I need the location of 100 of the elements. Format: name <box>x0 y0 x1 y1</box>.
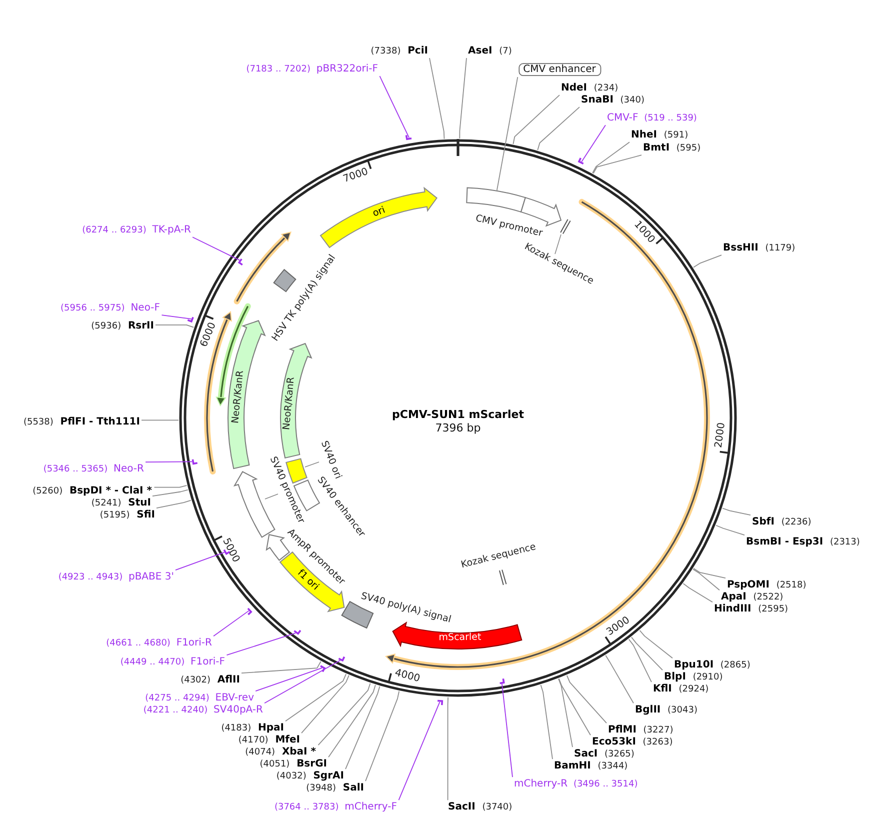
leader-line <box>285 674 346 722</box>
restriction-site-label: AseI (7) <box>468 46 512 57</box>
sequence-feature <box>320 187 438 248</box>
restriction-site-label: (4051) BsrGI <box>260 758 327 770</box>
restriction-site-label: SacII (3740) <box>448 802 512 813</box>
restriction-site-label: (4074) XbaI * <box>245 746 316 758</box>
leader-line <box>682 583 713 603</box>
leader-line <box>692 568 720 591</box>
leader-line <box>693 568 726 579</box>
restriction-site-label: (5538) PflFI - Tth111I <box>23 416 140 428</box>
primer-label: (6274 .. 6293) TK-pA-R <box>82 224 191 236</box>
primer-mark <box>294 630 302 635</box>
primer-label: (4221 .. 4240) SV40pA-R <box>143 704 263 716</box>
leader-line <box>558 678 591 736</box>
sequence-feature <box>228 320 266 470</box>
primer-label: (5956 .. 5975) Neo-F <box>60 302 160 314</box>
restriction-site-label: SnaBI (340) <box>581 94 644 106</box>
restriction-site-label: Eco53kI (3263) <box>592 736 673 748</box>
primer-label: (4275 .. 4294) EBV-rev <box>145 692 254 704</box>
leader-line <box>447 696 448 801</box>
primer-mark <box>320 665 326 672</box>
leader-line <box>716 524 745 536</box>
restriction-site-label: (7338) PciI <box>370 46 428 57</box>
feature-label: SV40 poly(A) signal <box>360 590 452 626</box>
feature-label: NeoR/KanR <box>230 370 246 424</box>
feature-label: Kozak sequence <box>460 541 538 571</box>
leader-line <box>512 94 560 144</box>
feature-label: mScarlet <box>438 632 482 644</box>
leader-line <box>161 314 192 320</box>
leader-line <box>693 254 722 268</box>
restriction-site-label: BmtI (595) <box>643 142 701 154</box>
callout-box <box>518 63 602 76</box>
restriction-site-label: (4302) AflII <box>180 674 240 686</box>
primer-mark <box>192 459 198 465</box>
sequence-feature <box>280 342 312 458</box>
primer-label: (4661 .. 4680) F1ori-R <box>106 638 212 649</box>
leader-line <box>264 660 341 704</box>
leader-line <box>566 674 607 724</box>
leader-line <box>152 489 188 497</box>
leader-line <box>605 654 634 704</box>
restriction-site-label: (5241) StuI <box>91 498 151 509</box>
restriction-site-label: BamHI (3344) <box>554 760 628 772</box>
primer-mark <box>338 656 346 662</box>
feature-label: CMV promoter <box>474 212 544 240</box>
leader-line <box>398 701 440 801</box>
restriction-site-label: (3948) SalI <box>306 782 364 794</box>
restriction-site-label: ApaI (2522) <box>721 592 784 603</box>
leader-line <box>255 667 322 692</box>
restriction-site-label: KflI (2924) <box>653 684 709 695</box>
primer-mark <box>578 158 584 165</box>
leader-line <box>537 106 580 151</box>
tick-label: 2000 <box>713 422 728 449</box>
restriction-site-label: (4170) MfeI <box>238 734 300 746</box>
feature-box <box>341 590 452 628</box>
tick-label: 7000 <box>342 166 370 186</box>
leader-line <box>213 610 250 637</box>
sequence-length: 7396 bp <box>435 421 481 434</box>
restriction-site-label: BlpI (2910) <box>664 672 723 683</box>
primer-label: (4449 .. 4470) F1ori-F <box>120 656 225 668</box>
leader-line <box>558 678 573 748</box>
sequence-feature <box>280 552 345 612</box>
leader-line <box>592 142 630 174</box>
leader-line <box>631 636 663 671</box>
restriction-site-label: (4183) HpaI <box>221 722 284 734</box>
tick-label: 5000 <box>220 536 242 564</box>
leader-line <box>141 420 179 421</box>
primer-mark <box>247 608 252 616</box>
primer-label: (7183 .. 7202) pBR322ori-F <box>246 64 378 75</box>
primer-mark <box>405 135 412 140</box>
map-title: pCMV-SUN1 mScarlet <box>392 408 524 421</box>
leader-line <box>581 124 606 162</box>
primer-mark <box>223 549 230 555</box>
sequence-feature <box>392 622 522 650</box>
primer-label: (5346 .. 5365) Neo-R <box>43 464 144 475</box>
tick-label: 6000 <box>198 320 218 349</box>
leader-line <box>639 630 673 659</box>
leader-line <box>722 508 751 516</box>
restriction-site-label: SacI (3265) <box>574 748 634 760</box>
primer-label: (4923 .. 4943) pBABE 3' <box>58 572 174 583</box>
leader-line <box>345 686 380 770</box>
leader-line <box>241 661 322 674</box>
restriction-site-label: HindIII (2595) <box>714 604 788 615</box>
primer-mark <box>437 700 444 706</box>
leader-line <box>592 154 642 174</box>
restriction-site-label: BssHII (1179) <box>723 242 796 254</box>
leader-line <box>540 684 553 760</box>
restriction-site-label: (5936) RsrII <box>91 320 154 332</box>
leader-line <box>459 58 467 139</box>
primer-mark <box>187 316 194 322</box>
restriction-site-label: (4032) SgrAI <box>276 770 344 782</box>
callout-label: CMV enhancer <box>523 64 596 76</box>
leader-line <box>496 76 518 191</box>
restriction-site-label: NdeI (234) <box>561 82 618 94</box>
leader-line <box>318 682 371 746</box>
leader-line <box>429 58 445 140</box>
leader-line <box>328 684 376 758</box>
restriction-site-label: PspOMI (2518) <box>727 580 806 591</box>
primer-label: CMV-F (519 .. 539) <box>607 112 697 124</box>
primer-label: (3764 .. 3783) mCherry-F <box>274 802 397 813</box>
leader-line <box>175 552 225 571</box>
